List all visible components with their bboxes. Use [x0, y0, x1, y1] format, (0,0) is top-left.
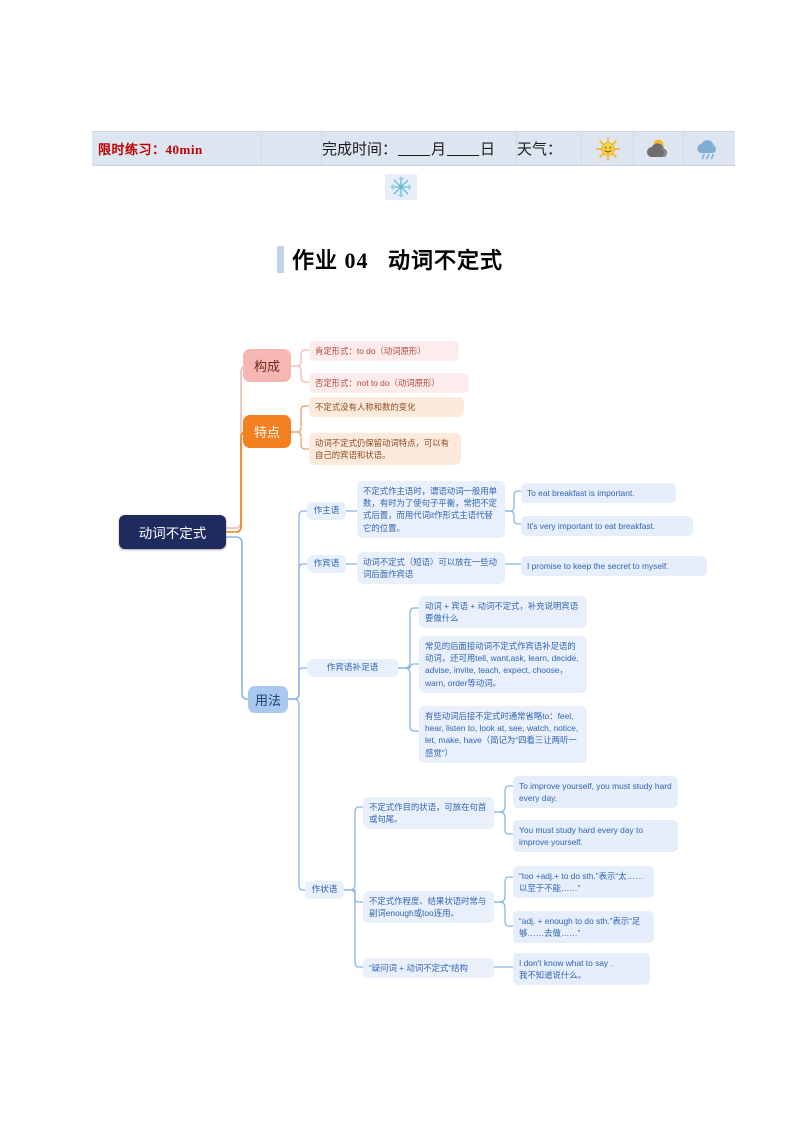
day-label: 日 — [480, 142, 496, 158]
mindmap-root-node[interactable]: 动词不定式 — [119, 515, 226, 549]
worksheet-header: 限时练习：40min 完成时间： 月 日 天气： — [92, 131, 735, 166]
header-cell-sunny[interactable] — [582, 132, 634, 165]
mindmap-branch-gouCheng[interactable]: 构成 — [243, 349, 291, 382]
example-subject-2[interactable]: It's very important to eat breakfast. — [521, 516, 693, 537]
detail-wh-infinitive[interactable]: “疑问词 + 动词不定式”结构 — [363, 958, 494, 979]
example-adverbial-purpose-2[interactable]: You must study hard every day to improve… — [513, 820, 678, 853]
time-limit-label: 限时练习：40min — [98, 142, 203, 157]
header-cell-finish-time: 完成时间： 月 日 — [322, 132, 517, 165]
rain-cloud-icon — [697, 139, 716, 159]
detail-as-object[interactable]: 动词不定式（短语）可以放在一些动词后面作宾语 — [357, 552, 505, 585]
detail-object-complement-2[interactable]: 常见的后面接动词不定式作宾语补足语的动词，还可用tell, want,ask, … — [419, 636, 587, 693]
mindmap-node-object-complement[interactable]: 作宾语补足语 — [307, 659, 398, 677]
sun-behind-cloud-icon — [646, 139, 667, 157]
weather-label: 天气： — [517, 142, 563, 158]
leaf-retains-verb-features[interactable]: 动词不定式仍保留动词特点，可以有自己的宾语和状语。 — [309, 433, 461, 466]
mindmap-node-as-object[interactable]: 作宾语 — [307, 555, 346, 573]
header-cell-rainy[interactable] — [684, 132, 734, 165]
detail-adverbial-purpose[interactable]: 不定式作目的状语，可放在句首或句尾。 — [363, 797, 494, 830]
month-label: 月 — [431, 142, 447, 158]
example-wh-infinitive-1[interactable]: I don't know what to say . 我不知道说什么。 — [513, 953, 650, 986]
mindmap-node-as-adverbial[interactable]: 作状语 — [305, 881, 344, 899]
page-title: 作业 04 动词不定式 — [277, 243, 503, 275]
title-text: 作业 04 动词不定式 — [292, 248, 504, 273]
detail-adverbial-degree[interactable]: 不定式作程度、结果状语时常与副词enough或too连用。 — [363, 891, 494, 924]
month-blank-field[interactable] — [398, 141, 431, 156]
mindmap-node-as-subject[interactable]: 作主语 — [307, 502, 346, 520]
leaf-negative-form[interactable]: 否定形式：not to do（动词原形） — [309, 373, 469, 394]
example-subject-1[interactable]: To eat breakfast is important. — [521, 483, 676, 504]
header-cell-spacer-1 — [262, 132, 322, 165]
leaf-affirmative-form[interactable]: 肯定形式：to do（动词原形） — [309, 341, 459, 362]
mindmap-branch-teDian[interactable]: 特点 — [243, 415, 291, 448]
detail-as-subject[interactable]: 不定式作主语时，谓语动词一般用单数，有时为了使句子平衡，常把不定式后置，而用代词… — [357, 481, 505, 538]
mindmap-branch-yongFa[interactable]: 用法 — [248, 686, 288, 713]
detail-object-complement-1[interactable]: 动词 + 宾语 + 动词不定式，补充说明宾语要做什么 — [419, 596, 587, 629]
day-blank-field[interactable] — [447, 141, 480, 156]
example-adverbial-degree-2[interactable]: “adj. + enough to do sth.”表示“足够……去做……” — [513, 911, 654, 944]
detail-object-complement-3[interactable]: 有些动词后接不定式时通常省略to：feel, hear, listen to, … — [419, 706, 587, 763]
sun-icon — [595, 136, 620, 161]
snowflake-icon — [390, 176, 412, 198]
title-accent-bar — [277, 245, 284, 273]
example-object-1[interactable]: I promise to keep the secret to myself. — [521, 556, 707, 577]
header-cell-cloudy[interactable] — [634, 132, 684, 165]
example-adverbial-degree-1[interactable]: “too +adj.+ to do sth.”表示“太……以至于不能……” — [513, 866, 654, 899]
header-cell-snowy[interactable] — [385, 174, 417, 200]
leaf-no-person-number-change[interactable]: 不定式没有人称和数的变化 — [309, 397, 464, 418]
finish-time-label: 完成时间： — [322, 142, 398, 158]
example-adverbial-purpose-1[interactable]: To improve yourself, you must study hard… — [513, 776, 678, 809]
header-row: 限时练习：40min 完成时间： 月 日 天气： — [92, 131, 735, 166]
header-cell-time-limit: 限时练习：40min — [92, 132, 262, 165]
header-cell-weather-label: 天气： — [517, 132, 582, 165]
